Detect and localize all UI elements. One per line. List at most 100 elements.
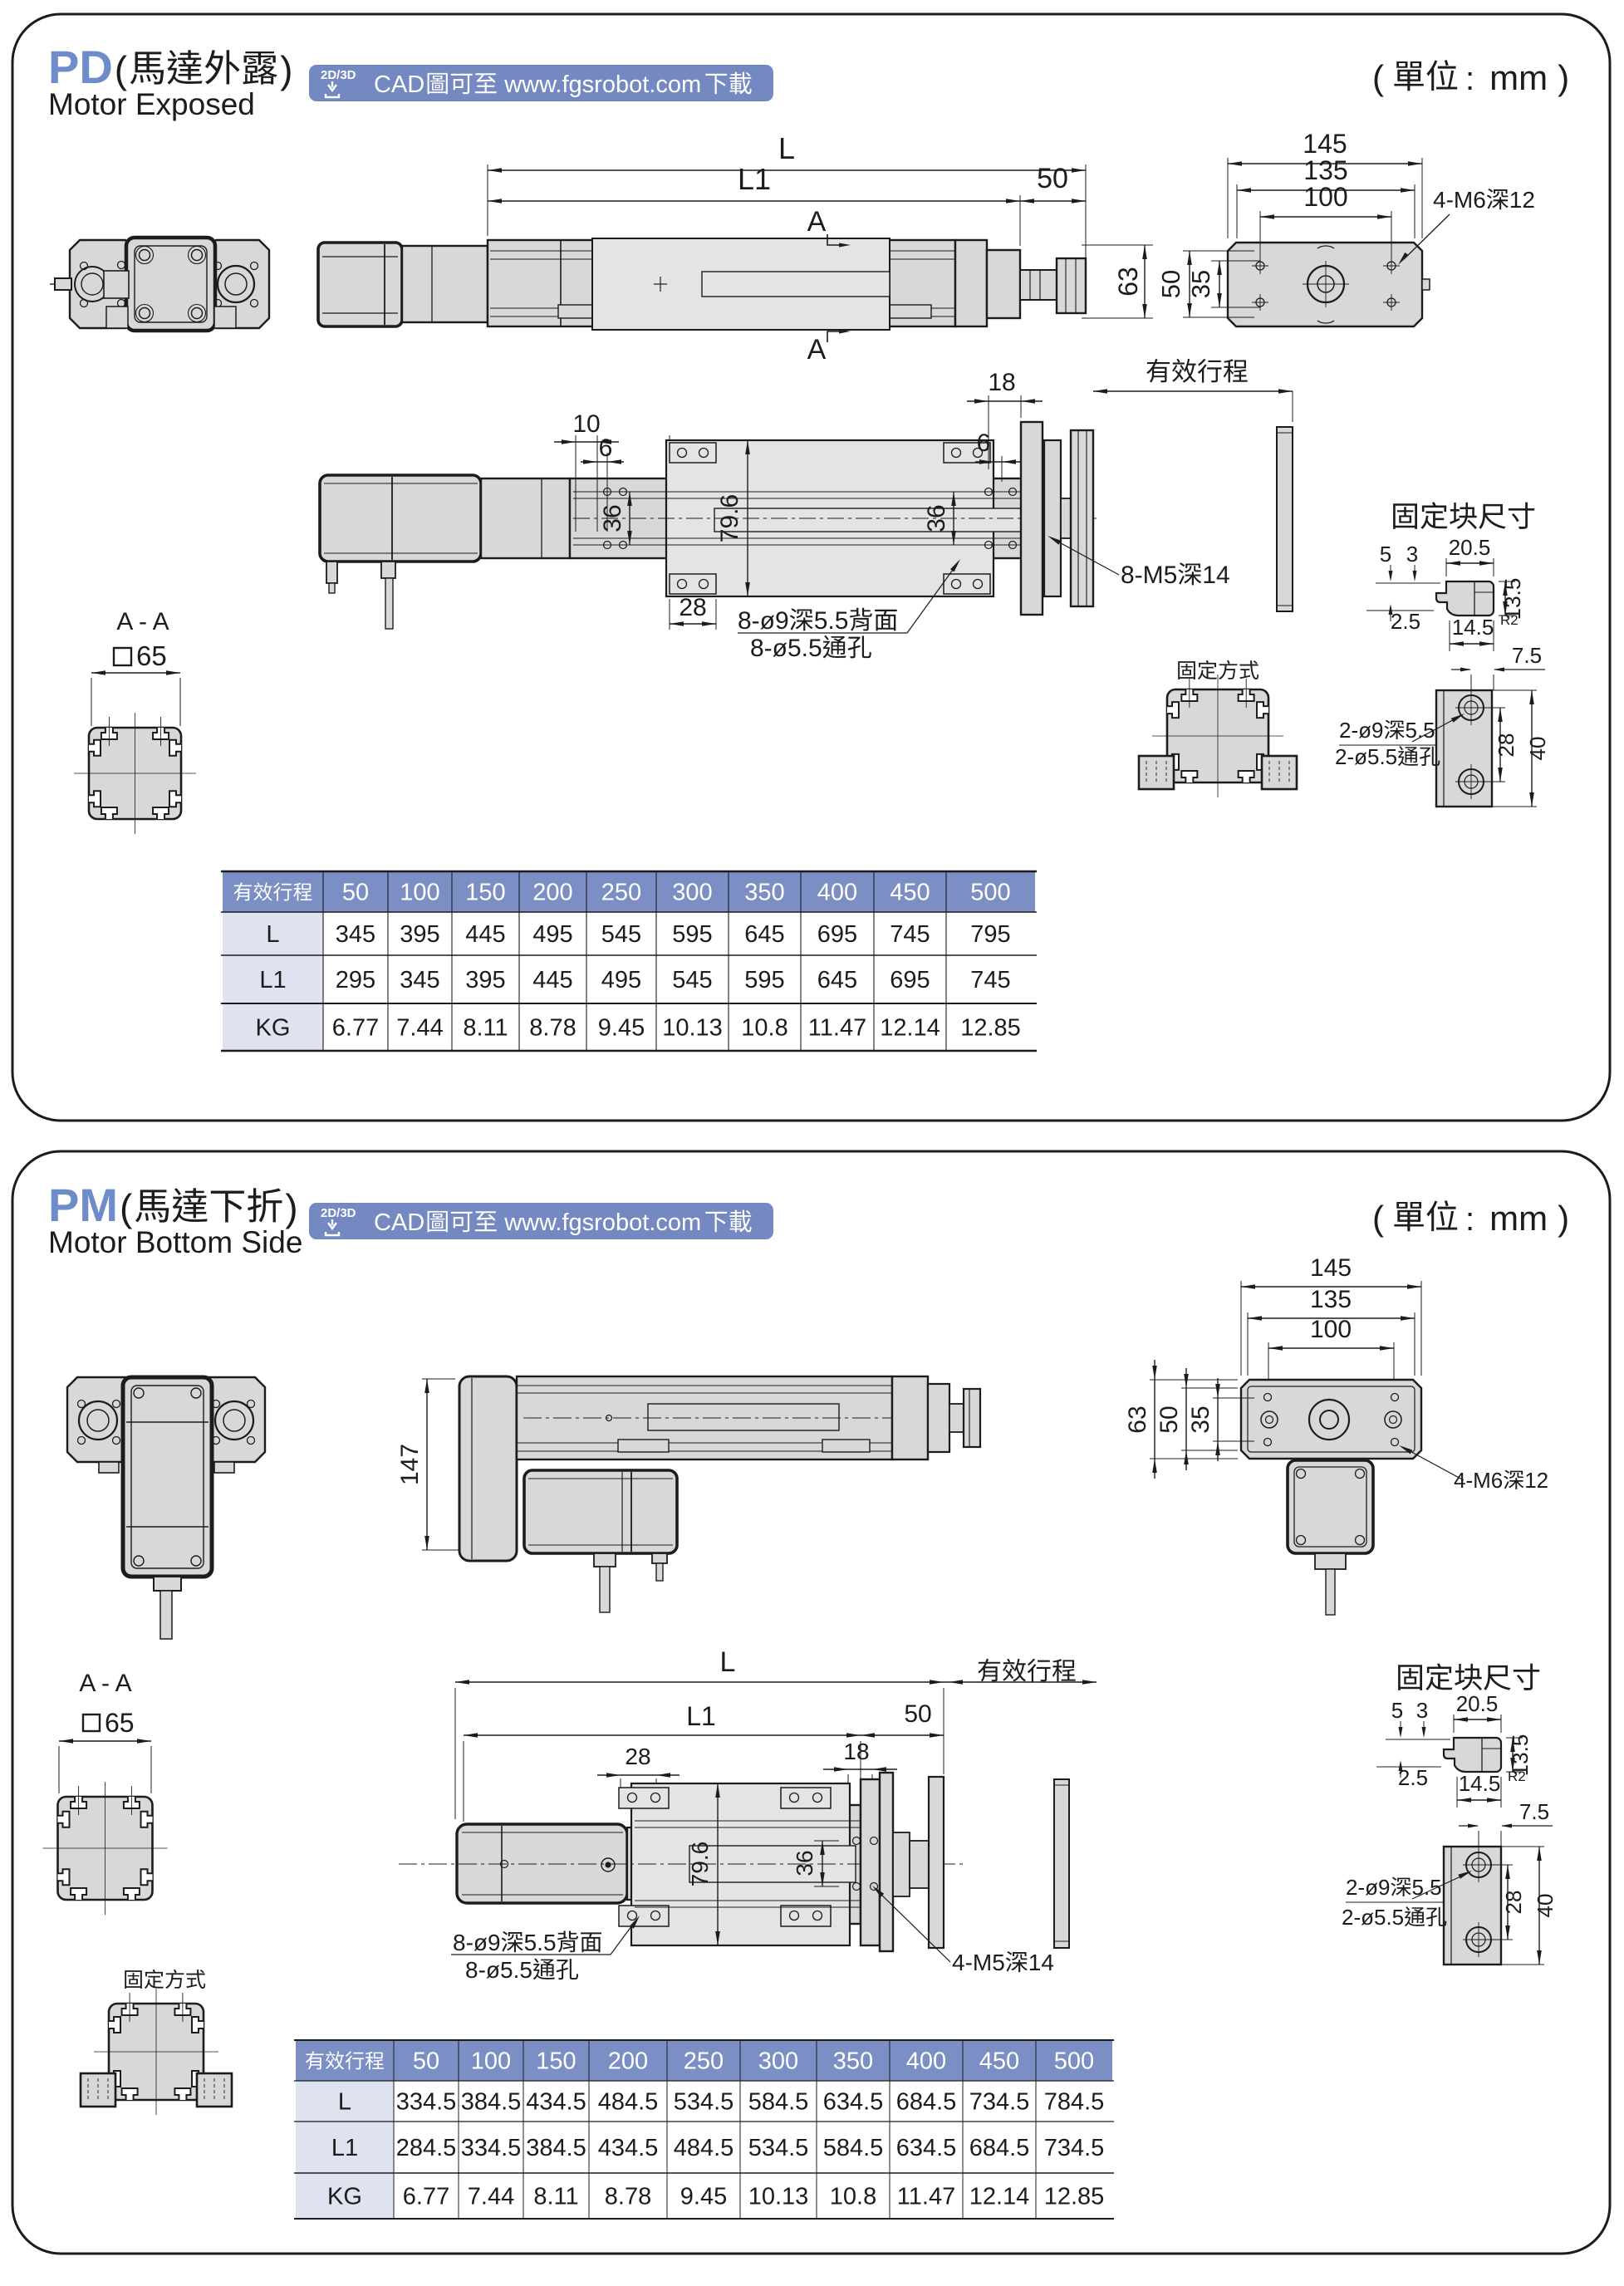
svg-text:14: 14 bbox=[1202, 562, 1229, 589]
svg-text:14.5: 14.5 bbox=[1459, 1771, 1501, 1796]
svg-text:R2: R2 bbox=[1500, 612, 1519, 628]
svg-text:10.13: 10.13 bbox=[662, 1015, 723, 1042]
svg-text:13.5: 13.5 bbox=[1500, 578, 1525, 621]
svg-text:284.5: 284.5 bbox=[396, 2135, 457, 2161]
svg-text::: : bbox=[1465, 61, 1474, 97]
svg-text:745: 745 bbox=[970, 967, 1010, 993]
svg-text:7.5: 7.5 bbox=[1512, 643, 1542, 668]
svg-text:584.5: 584.5 bbox=[748, 2089, 809, 2116]
svg-text:36: 36 bbox=[792, 1850, 817, 1876]
svg-text:35: 35 bbox=[1186, 270, 1215, 298]
svg-text:8-M5: 8-M5 bbox=[1121, 562, 1177, 589]
svg-text:63: 63 bbox=[1113, 267, 1143, 297]
svg-text:(: ( bbox=[1372, 58, 1384, 97]
svg-text:8.11: 8.11 bbox=[463, 1015, 508, 1042]
svg-text:CAD: CAD bbox=[374, 1209, 424, 1236]
svg-text:79.6: 79.6 bbox=[687, 1842, 713, 1887]
svg-text:(: ( bbox=[1372, 1199, 1384, 1238]
svg-text:12.14: 12.14 bbox=[880, 1015, 940, 1042]
svg-text:11.47: 11.47 bbox=[897, 2184, 955, 2210]
svg-text:395: 395 bbox=[465, 967, 505, 993]
svg-text:79.6: 79.6 bbox=[716, 494, 743, 542]
svg-text:634.5: 634.5 bbox=[823, 2089, 884, 2116]
svg-text:): ) bbox=[1558, 1199, 1569, 1238]
svg-text:28: 28 bbox=[679, 594, 706, 621]
svg-text:584.5: 584.5 bbox=[823, 2135, 884, 2161]
svg-text:5.5: 5.5 bbox=[524, 1930, 557, 1955]
svg-text:384.5: 384.5 bbox=[461, 2089, 522, 2116]
svg-text:450: 450 bbox=[979, 2048, 1019, 2075]
svg-text:10: 10 bbox=[572, 410, 600, 438]
svg-text:63: 63 bbox=[1124, 1405, 1151, 1433]
svg-text:www.fgsrobot.com: www.fgsrobot.com bbox=[503, 71, 701, 98]
svg-text:L1: L1 bbox=[686, 1701, 716, 1731]
svg-text:6: 6 bbox=[977, 429, 991, 457]
svg-text:445: 445 bbox=[532, 967, 572, 993]
svg-text:350: 350 bbox=[833, 2048, 873, 2075]
svg-text:345: 345 bbox=[400, 967, 439, 993]
svg-text:28: 28 bbox=[1501, 1891, 1526, 1915]
svg-text:L: L bbox=[338, 2089, 351, 2116]
svg-text:500: 500 bbox=[970, 880, 1010, 906]
svg-text:6: 6 bbox=[599, 434, 613, 462]
svg-text:2.5: 2.5 bbox=[1391, 609, 1420, 634]
svg-text:10.8: 10.8 bbox=[741, 1015, 787, 1042]
svg-text:7.44: 7.44 bbox=[468, 2184, 514, 2210]
svg-text:434.5: 434.5 bbox=[598, 2135, 659, 2161]
svg-text:mm: mm bbox=[1489, 1199, 1548, 1238]
svg-text:50: 50 bbox=[342, 880, 369, 906]
svg-text:11.47: 11.47 bbox=[808, 1015, 866, 1042]
svg-text:684.5: 684.5 bbox=[896, 2089, 957, 2116]
svg-text:400: 400 bbox=[906, 2048, 946, 2075]
svg-text:40: 40 bbox=[1533, 1894, 1558, 1918]
svg-text:): ) bbox=[285, 1186, 297, 1229]
svg-text:250: 250 bbox=[601, 880, 641, 906]
svg-text:147: 147 bbox=[396, 1444, 424, 1485]
svg-text:KG: KG bbox=[256, 1015, 291, 1042]
svg-text:684.5: 684.5 bbox=[969, 2135, 1030, 2161]
svg-text:12: 12 bbox=[1509, 187, 1535, 213]
svg-text:295: 295 bbox=[336, 967, 375, 993]
svg-text:145: 145 bbox=[1310, 1254, 1352, 1282]
svg-text:545: 545 bbox=[601, 921, 641, 948]
svg-text:L1: L1 bbox=[738, 162, 771, 196]
svg-text:2D/3D: 2D/3D bbox=[321, 68, 356, 82]
svg-text:8.78: 8.78 bbox=[605, 2184, 651, 2210]
svg-text:14: 14 bbox=[1028, 1950, 1054, 1975]
svg-text:18: 18 bbox=[843, 1739, 869, 1764]
svg-text:595: 595 bbox=[744, 967, 784, 993]
svg-text:695: 695 bbox=[817, 921, 857, 948]
svg-text:A: A bbox=[807, 206, 827, 238]
svg-text:50: 50 bbox=[1156, 270, 1185, 298]
svg-text:8-ø9: 8-ø9 bbox=[738, 607, 789, 635]
svg-text:534.5: 534.5 bbox=[674, 2089, 734, 2116]
svg-text:645: 645 bbox=[744, 921, 784, 948]
svg-text:40: 40 bbox=[1525, 737, 1550, 761]
svg-text:2-ø5.5: 2-ø5.5 bbox=[1335, 744, 1397, 769]
svg-text:20.5: 20.5 bbox=[1456, 1691, 1499, 1716]
svg-text:7.5: 7.5 bbox=[1519, 1799, 1549, 1824]
svg-text::: : bbox=[1465, 1201, 1474, 1238]
svg-text:434.5: 434.5 bbox=[526, 2089, 586, 2116]
svg-text:395: 395 bbox=[400, 921, 439, 948]
svg-text:50: 50 bbox=[1037, 163, 1068, 194]
svg-text:KG: KG bbox=[327, 2184, 362, 2210]
svg-text:345: 345 bbox=[336, 921, 375, 948]
svg-text:R2: R2 bbox=[1508, 1768, 1526, 1784]
svg-text:12: 12 bbox=[1524, 1468, 1548, 1493]
svg-text:28: 28 bbox=[625, 1744, 650, 1769]
svg-text:PD: PD bbox=[48, 41, 113, 93]
svg-text:645: 645 bbox=[817, 967, 857, 993]
svg-text:150: 150 bbox=[536, 2048, 576, 2075]
svg-text:734.5: 734.5 bbox=[1044, 2135, 1105, 2161]
svg-text:): ) bbox=[1558, 58, 1569, 97]
svg-text:595: 595 bbox=[672, 921, 712, 948]
svg-text:5.5: 5.5 bbox=[814, 607, 849, 635]
svg-text:2.5: 2.5 bbox=[1398, 1765, 1428, 1790]
svg-text:695: 695 bbox=[890, 967, 930, 993]
svg-text:35: 35 bbox=[1187, 1405, 1214, 1433]
svg-text:495: 495 bbox=[532, 921, 572, 948]
svg-text:L: L bbox=[266, 921, 279, 948]
svg-text:445: 445 bbox=[465, 921, 505, 948]
svg-text:A: A bbox=[807, 334, 827, 365]
